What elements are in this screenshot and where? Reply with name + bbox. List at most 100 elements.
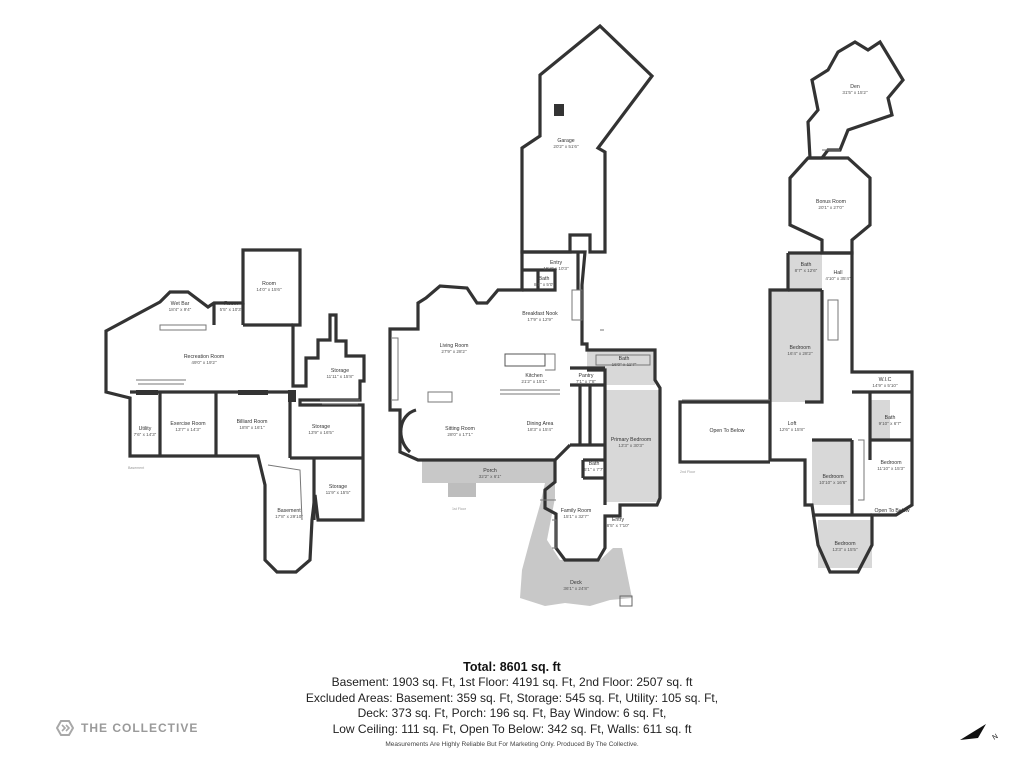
bath-1-dim: 8'1" x 5'0" [534, 282, 554, 287]
bedroom-2-name: Bedroom [822, 474, 843, 480]
exercise-room-dim: 13'7" x 14'3" [175, 427, 201, 432]
bedroom-1-dim: 16'4" x 28'2" [787, 351, 813, 356]
area-summary: Total: 8601 sq. ft Basement: 1903 sq. Ft… [212, 660, 812, 748]
storage-b-name: Storage [312, 424, 330, 430]
living-room-name: Living Room [440, 343, 469, 349]
north-arrow-icon: N [960, 724, 1000, 742]
breakfast-nook-name: Breakfast Nook [522, 311, 558, 317]
second-floor-label: 2nd Floor [680, 470, 696, 474]
basement-room-dim: 17'8" x 29'10" [275, 514, 303, 519]
bonus-room-name: Bonus Room [816, 199, 846, 205]
bath-3-dim: 5'1" x 7'7" [584, 467, 604, 472]
area-breakdown-line-3: Deck: 373 sq. Ft, Porch: 196 sq. Ft, Bay… [357, 706, 667, 720]
disclaimer: Measurements Are Highly Reliable But For… [385, 741, 639, 748]
room-wet-bar-name: Wet Bar [171, 301, 190, 307]
open-to-below-2-name: Open To Below [874, 508, 909, 514]
entry-bottom-name: Entry [612, 517, 625, 523]
wic-name: W.I.C [879, 377, 892, 383]
room-small-name: Room [224, 301, 238, 307]
loft-dim: 12'6" x 15'8" [779, 427, 805, 432]
sitting-room-dim: 28'0" x 17'1" [447, 432, 473, 437]
room-small-dim: 5'5" x 10'3" [220, 307, 243, 312]
pantry-name: Pantry [579, 373, 594, 379]
storage-a-dim: 11'11" x 15'8" [326, 374, 353, 379]
room-top-dim: 14'0" x 15'6" [256, 287, 282, 292]
billiard-room-dim: 18'8" x 16'1" [239, 425, 265, 430]
entry-bottom-dim: 8'5" x 7'10" [607, 523, 630, 528]
storage-b-dim: 13'9" x 16'5" [308, 430, 334, 435]
north-label: N [992, 733, 1000, 742]
bedroom-4-dim: 13'3" x 15'5" [832, 547, 858, 552]
primary-bedroom-name: Primary Bedroom [611, 437, 651, 443]
bath-5-name: Bath [885, 415, 896, 421]
dining-area-dim: 18'3" x 15'4" [527, 427, 553, 432]
hall-dim: 4'10" x 35'4" [825, 276, 851, 281]
porch-dim: 32'2" x 6'1" [479, 474, 502, 479]
kitchen-dim: 21'2" x 15'1" [521, 379, 547, 384]
entry-top-dim: 15'4" x 10'3" [543, 266, 569, 271]
primary-bedroom-dim: 13'3" x 30'3" [618, 443, 644, 448]
den-dim: 31'5" x 15'2" [842, 90, 868, 95]
wic-dim: 14'9" x 5'10" [872, 383, 898, 388]
bedroom-2-dim: 10'10" x 16'6" [819, 480, 847, 485]
sitting-room-name: Sitting Room [445, 426, 475, 432]
floor-plan: Wet Bar 18'4" x 9'4" Room 5'5" x 10'3" R… [104, 23, 914, 607]
utility-name: Utility [139, 426, 152, 432]
basement-room-name: Basement [277, 508, 301, 514]
garage-name: Garage [557, 138, 574, 144]
bedroom-3-dim: 11'10" x 15'3" [877, 466, 905, 471]
primary-bedroom-area [605, 390, 660, 502]
bedroom-1-name: Bedroom [789, 345, 810, 351]
brand-name: THE COLLECTIVE [81, 721, 199, 735]
loft-name: Loft [788, 421, 797, 427]
deck-area [520, 483, 632, 606]
room-wet-bar-dim: 18'4" x 9'4" [169, 307, 192, 312]
billiard-room-name: Billiard Room [237, 419, 268, 425]
bedroom-4-name: Bedroom [834, 541, 855, 547]
pantry-dim: 7'1" x 7'8" [576, 379, 596, 384]
deck-dim: 36'1" x 24'8" [563, 586, 589, 591]
bath-4-dim: 8'7" x 12'6" [795, 268, 818, 273]
storage-c-name: Storage [329, 484, 347, 490]
brand-logo: THE COLLECTIVE [56, 720, 198, 736]
porch-name: Porch [483, 468, 497, 474]
open-to-below-1-name: Open To Below [709, 428, 744, 434]
living-room-dim: 27'9" x 28'2" [441, 349, 467, 354]
room-top-name: Room [262, 281, 276, 287]
garage-dim: 20'2" x 51'6" [553, 144, 579, 149]
collective-logo-icon [56, 720, 74, 736]
breakfast-nook-dim: 17'9" x 12'9" [527, 317, 553, 322]
area-breakdown-line-1: Basement: 1903 sq. Ft, 1st Floor: 4191 s… [331, 675, 693, 689]
basement-floor-label: Basement [128, 466, 144, 470]
bath-2-name: Bath [619, 356, 630, 362]
recreation-room-name: Recreation Room [184, 354, 224, 360]
first-floor-label: 1st Floor [452, 507, 467, 511]
bath-5-dim: 9'10" x 6'7" [879, 421, 902, 426]
storage-c-dim: 11'9" x 15'5" [326, 490, 351, 495]
utility-dim: 7'6" x 14'3" [134, 432, 157, 437]
area-breakdown-line-2: Excluded Areas: Basement: 359 sq. Ft, St… [305, 690, 719, 705]
dining-area-name: Dining Area [527, 421, 554, 427]
bath-4-name: Bath [801, 262, 812, 268]
second-floor: Den 31'5" x 15'2" Bonus Room 20'1" x 27'… [678, 39, 914, 574]
family-room-name: Family Room [561, 508, 592, 514]
entry-top-name: Entry [550, 260, 563, 266]
exercise-room-name: Exercise Room [170, 421, 205, 427]
basement-floor: Wet Bar 18'4" x 9'4" Room 5'5" x 10'3" R… [104, 248, 366, 574]
den-name: Den [850, 84, 860, 90]
recreation-room-dim: 49'0" x 19'2" [191, 360, 217, 365]
kitchen-name: Kitchen [525, 373, 542, 379]
hall-name: Hall [834, 270, 843, 276]
bath-3-name: Bath [589, 461, 600, 467]
porch-area [422, 460, 555, 483]
deck-name: Deck [570, 580, 582, 586]
total-area: Total: 8601 sq. ft [463, 660, 561, 674]
storage-a-name: Storage [331, 368, 349, 374]
bath-2-dim: 16'0" x 11'7" [612, 362, 637, 367]
bedroom-3-name: Bedroom [880, 460, 901, 466]
bonus-room-dim: 20'1" x 27'0" [818, 205, 844, 210]
bath-1-name: Bath [539, 276, 550, 282]
area-breakdown-line-4: Low Ceiling: 111 sq. Ft, Open To Below: … [332, 721, 692, 736]
family-room-dim: 15'1" x 32'7" [563, 514, 589, 519]
first-floor: Garage 20'2" x 51'6" Entry 15'4" x 10'3"… [388, 23, 662, 607]
